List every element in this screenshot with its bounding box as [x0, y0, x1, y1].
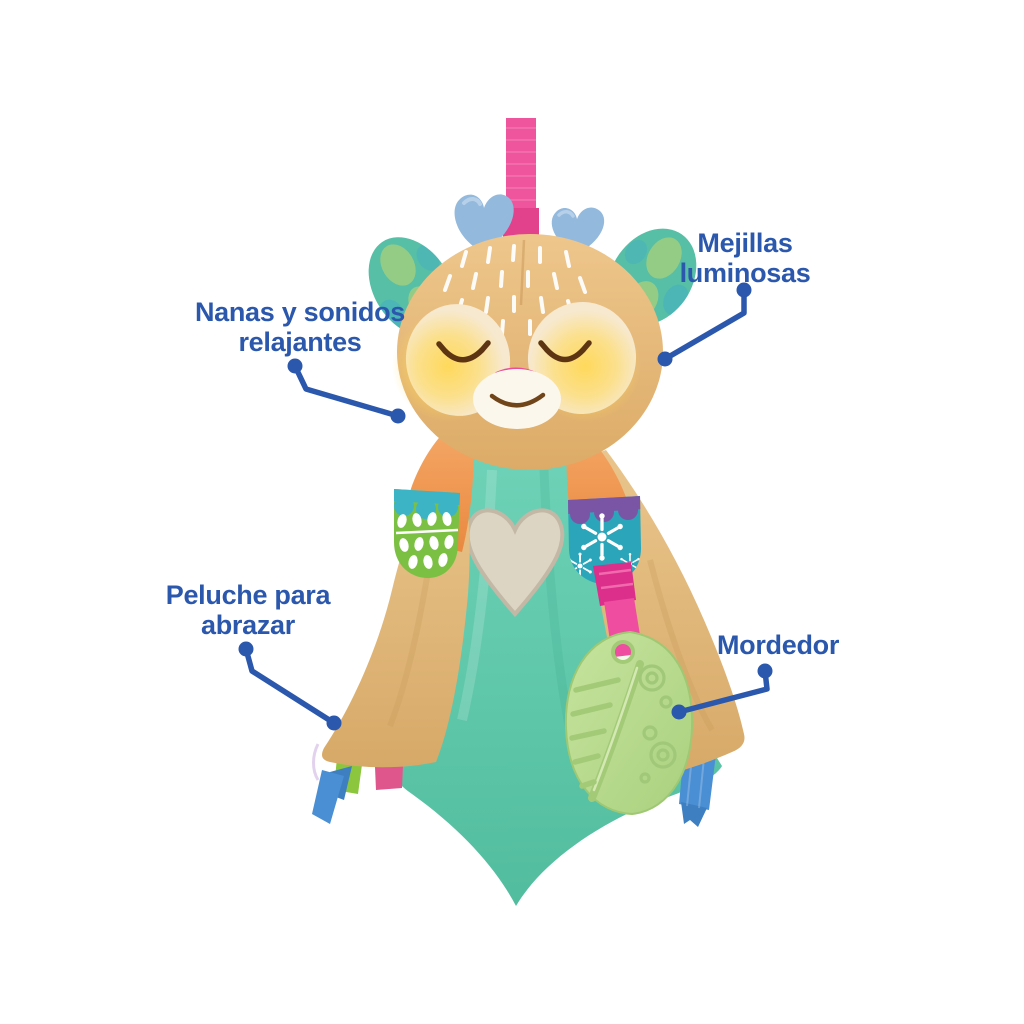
closed-eyes [436, 340, 592, 363]
blue-ribbon-loop [312, 766, 352, 824]
thread-loop [312, 743, 320, 781]
callout-line-mordedor [671, 663, 773, 720]
green-mitt [394, 489, 460, 579]
callout-line-peluche [238, 641, 342, 731]
callout-label-nanas: Nanas y sonidos relajantes [194, 297, 406, 357]
callout-label-peluche: Peluche para abrazar [165, 580, 331, 640]
callout-label-mordedor: Mordedor [716, 630, 840, 660]
callout-lines [238, 282, 773, 731]
head [392, 234, 663, 470]
heart-applique [465, 508, 565, 618]
callout-line-nanas [287, 358, 406, 424]
face [392, 302, 641, 429]
callout-label-mejillas: Mejillas luminosas [679, 228, 811, 288]
callout-line-mejillas [657, 282, 752, 367]
muzzle [473, 369, 561, 429]
leaf-teether [564, 630, 694, 816]
smile [489, 392, 546, 408]
